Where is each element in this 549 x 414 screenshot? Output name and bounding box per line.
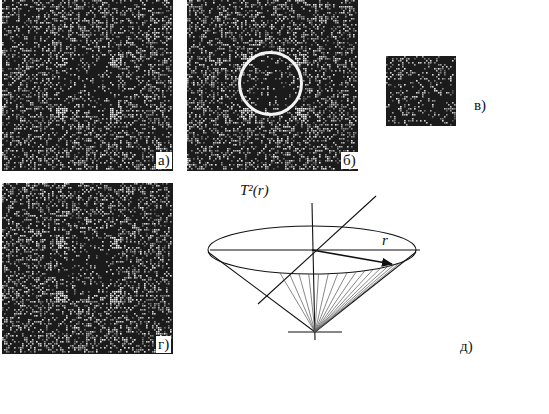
noise-image [187,0,358,171]
ring [240,53,302,115]
radius-arrow [312,250,392,264]
noise-image [2,183,173,354]
panel-label: в) [472,97,488,114]
axis-label: r [380,232,390,249]
panel-label: д) [458,338,475,355]
cone-side [208,252,315,332]
noise-image [2,0,173,171]
cone-sketch [208,196,420,340]
panel-label: б) [341,152,358,169]
axis-line [258,196,376,304]
panel-label: г) [156,336,171,353]
hatched-wedge [280,263,400,332]
panel-label: а) [156,152,172,169]
noise-image [386,56,456,126]
axis-label: T²(r) [238,182,271,199]
cone-side [315,252,416,332]
